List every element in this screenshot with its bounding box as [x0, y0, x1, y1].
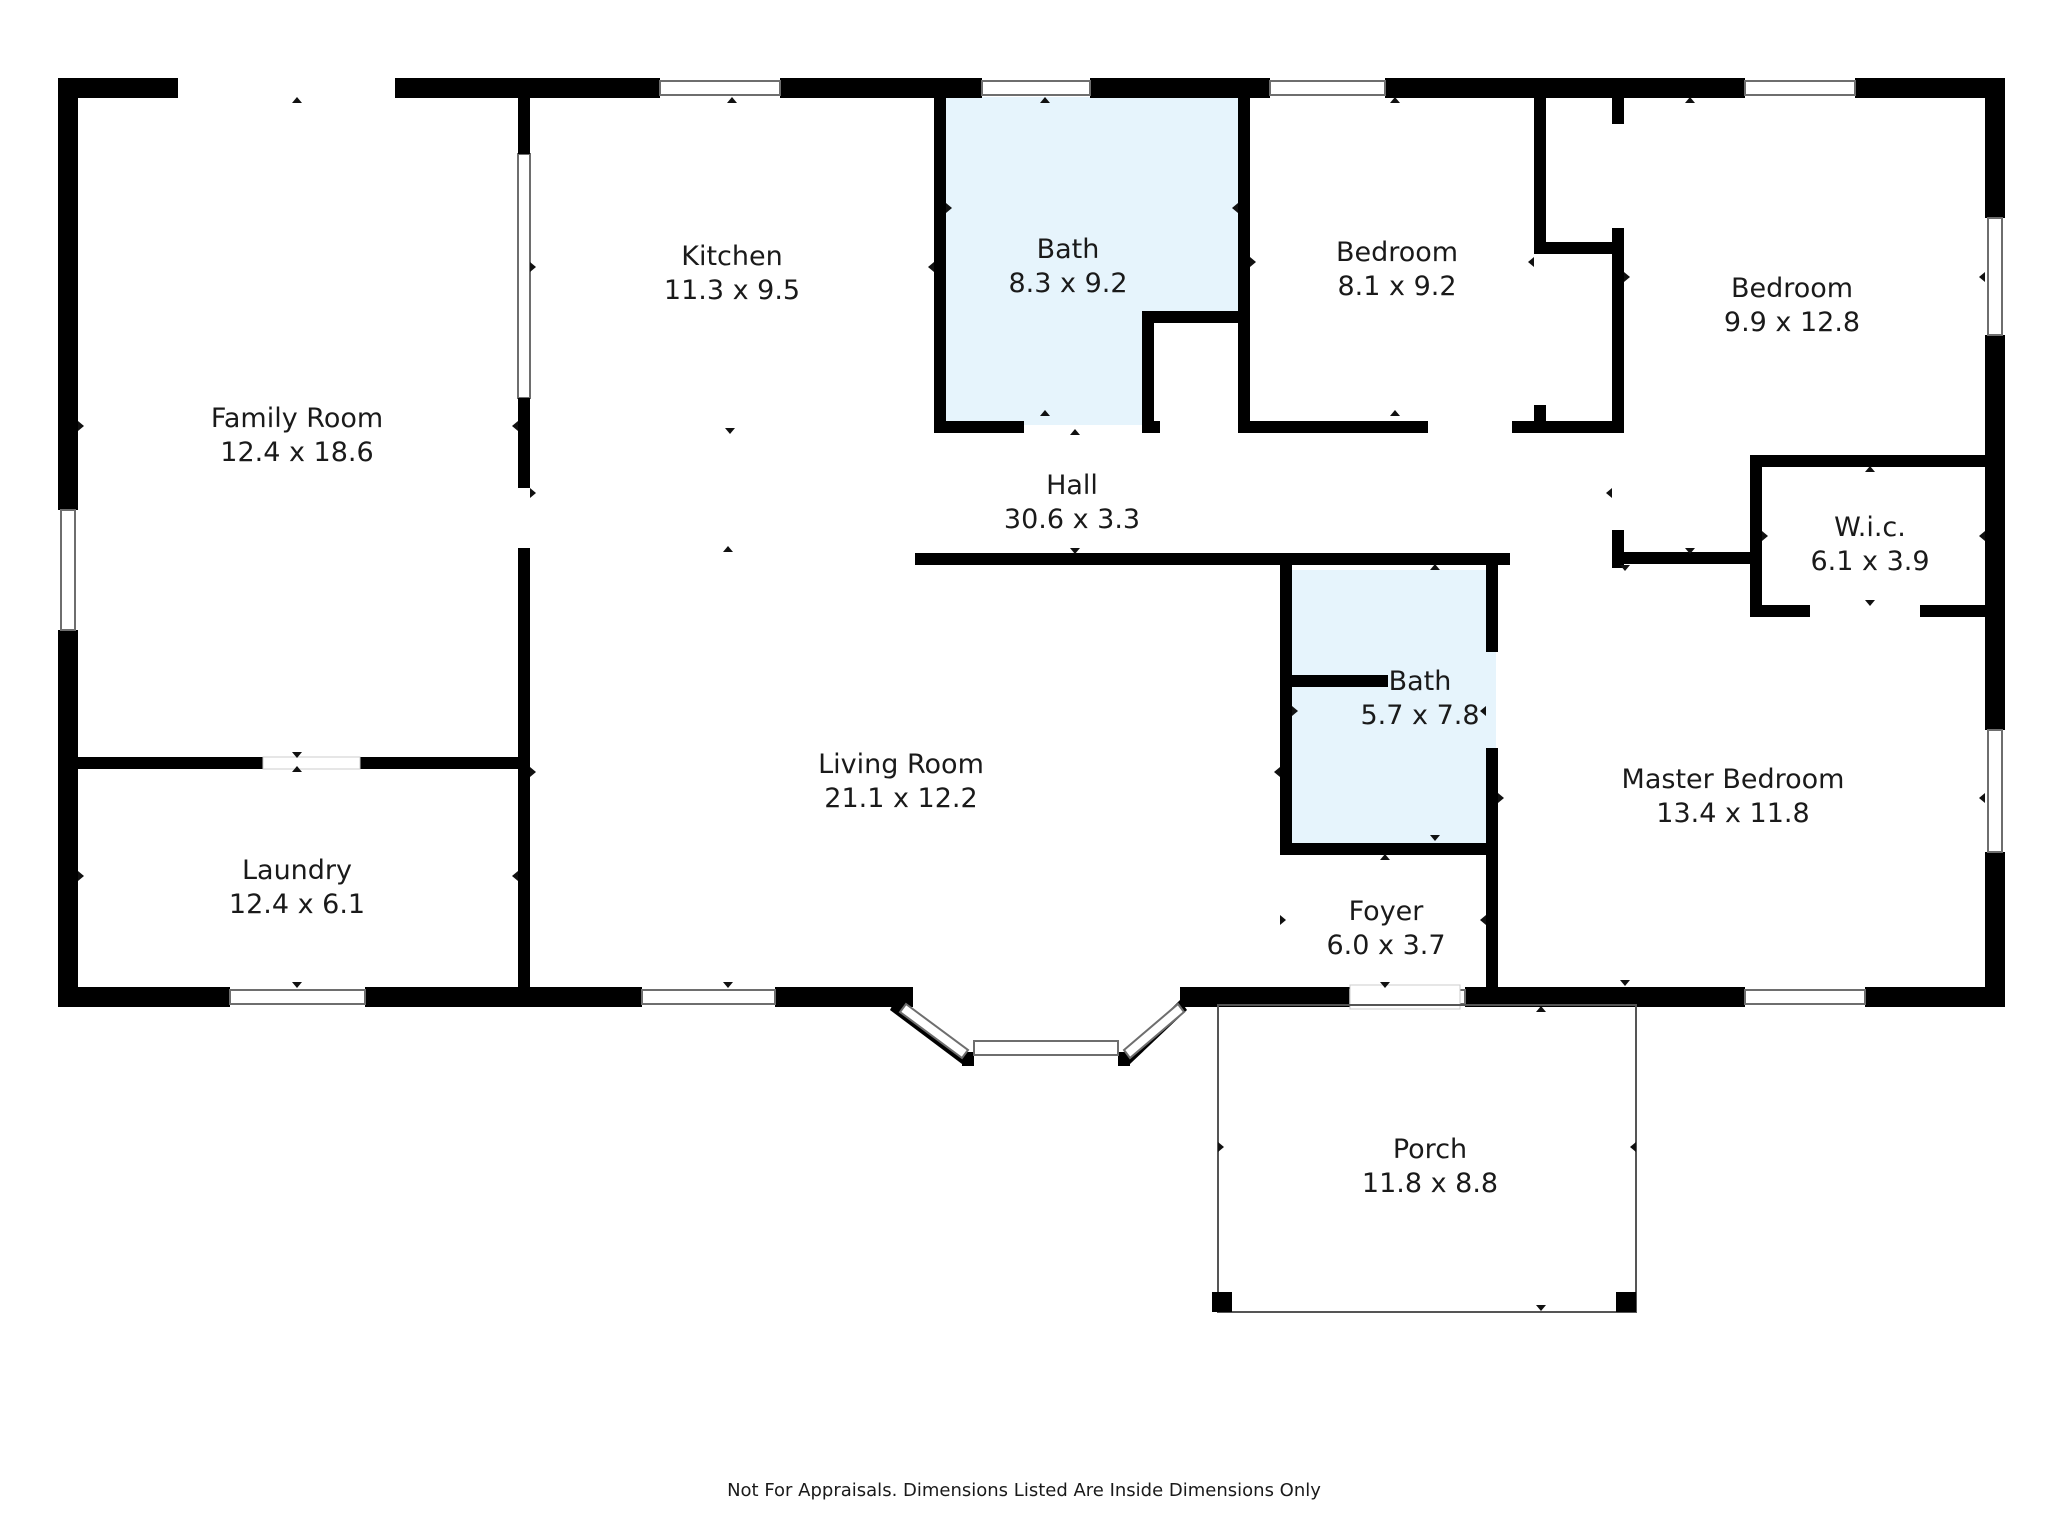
living-room-size: 21.1 x 12.2	[824, 783, 977, 814]
dimension-markers	[78, 97, 1985, 1311]
interior-walls	[68, 88, 2000, 997]
family-room-size: 12.4 x 18.6	[220, 437, 373, 468]
porch-name: Porch	[1393, 1134, 1467, 1165]
windows	[60, 80, 2003, 1060]
window	[229, 989, 366, 1005]
master-bedroom-size: 13.4 x 11.8	[1656, 798, 1809, 829]
bath-2-size: 5.7 x 7.8	[1360, 700, 1479, 731]
window	[60, 509, 76, 631]
window	[1744, 80, 1856, 96]
porch-size: 11.8 x 8.8	[1362, 1168, 1498, 1199]
window	[1987, 217, 2003, 336]
bath-2-floor	[1292, 570, 1496, 846]
window	[981, 80, 1091, 96]
window	[517, 153, 531, 399]
openings	[178, 80, 1461, 1010]
room-labels: Family Room 12.4 x 18.6 Kitchen 11.3 x 9…	[211, 234, 1930, 1199]
window	[1744, 989, 1866, 1005]
window	[659, 80, 781, 96]
bath-2-name: Bath	[1389, 666, 1452, 697]
window	[973, 1040, 1119, 1056]
foyer-size: 6.0 x 3.7	[1326, 930, 1445, 961]
window	[641, 989, 776, 1005]
laundry-size: 12.4 x 6.1	[229, 889, 365, 920]
exterior-walls	[58, 78, 2005, 1066]
window	[898, 1002, 970, 1060]
window	[1269, 80, 1386, 96]
hall-name: Hall	[1046, 470, 1098, 501]
opening	[178, 80, 395, 96]
master-bedroom-name: Master Bedroom	[1622, 764, 1845, 795]
family-room-name: Family Room	[211, 403, 383, 434]
living-room-name: Living Room	[818, 749, 984, 780]
kitchen-size: 11.3 x 9.5	[664, 275, 800, 306]
wic-name: W.i.c.	[1834, 512, 1906, 543]
laundry-name: Laundry	[242, 855, 352, 886]
opening	[262, 756, 361, 770]
window	[1122, 1002, 1186, 1060]
disclaimer: Not For Appraisals. Dimensions Listed Ar…	[727, 1480, 1321, 1501]
bedroom-2-size: 9.9 x 12.8	[1724, 307, 1860, 338]
hall-size: 30.6 x 3.3	[1004, 504, 1140, 535]
bath-1-floor	[945, 97, 1245, 425]
bedroom-1-size: 8.1 x 9.2	[1337, 271, 1456, 302]
window	[1987, 729, 2003, 853]
kitchen-name: Kitchen	[681, 241, 782, 272]
bedroom-1-name: Bedroom	[1336, 237, 1458, 268]
wic-size: 6.1 x 3.9	[1810, 546, 1929, 577]
foyer-name: Foyer	[1349, 896, 1425, 927]
bath-floors	[945, 97, 1496, 846]
bath-1-size: 8.3 x 9.2	[1008, 268, 1127, 299]
bath-1-name: Bath	[1037, 234, 1100, 265]
bedroom-2-name: Bedroom	[1731, 273, 1853, 304]
porch-outline	[1212, 1004, 1637, 1313]
